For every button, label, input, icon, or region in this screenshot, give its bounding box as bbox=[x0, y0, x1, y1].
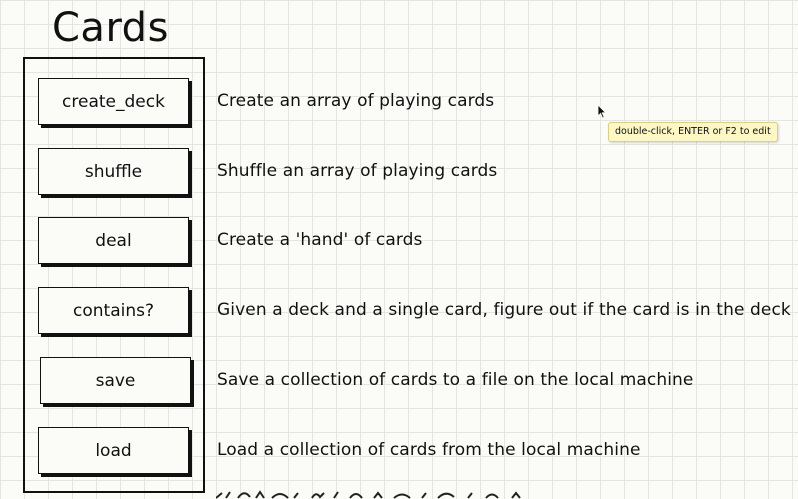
deal-button-label: deal bbox=[95, 230, 132, 251]
deal-button[interactable]: deal bbox=[38, 217, 189, 264]
shuffle-button-label: shuffle bbox=[84, 161, 143, 182]
contains-description: Given a deck and a single card, figure o… bbox=[217, 300, 791, 320]
contains-button-label: contains? bbox=[73, 300, 154, 321]
save-button-label: save bbox=[95, 370, 136, 391]
cards-container-box bbox=[23, 57, 205, 493]
shuffle-button[interactable]: shuffle bbox=[38, 148, 189, 195]
create-deck-description: Create an array of playing cards bbox=[217, 91, 495, 111]
mouse-pointer-icon bbox=[597, 104, 607, 119]
create-deck-button-label: create_deck bbox=[62, 91, 165, 112]
load-button-label: load bbox=[95, 440, 132, 461]
partial-handwriting-decoration bbox=[216, 490, 521, 499]
create-deck-button[interactable]: create_deck bbox=[38, 78, 189, 125]
shuffle-description: Shuffle an array of playing cards bbox=[217, 161, 498, 181]
deal-description: Create a 'hand' of cards bbox=[217, 230, 423, 250]
edit-hint-tooltip: double-click, ENTER or F2 to edit bbox=[608, 122, 778, 142]
contains-button[interactable]: contains? bbox=[38, 287, 189, 334]
page-title: Cards bbox=[52, 5, 169, 51]
save-button[interactable]: save bbox=[40, 357, 191, 404]
load-button[interactable]: load bbox=[38, 427, 189, 474]
load-description: Load a collection of cards from the loca… bbox=[217, 440, 641, 460]
save-description: Save a collection of cards to a file on … bbox=[217, 370, 694, 390]
